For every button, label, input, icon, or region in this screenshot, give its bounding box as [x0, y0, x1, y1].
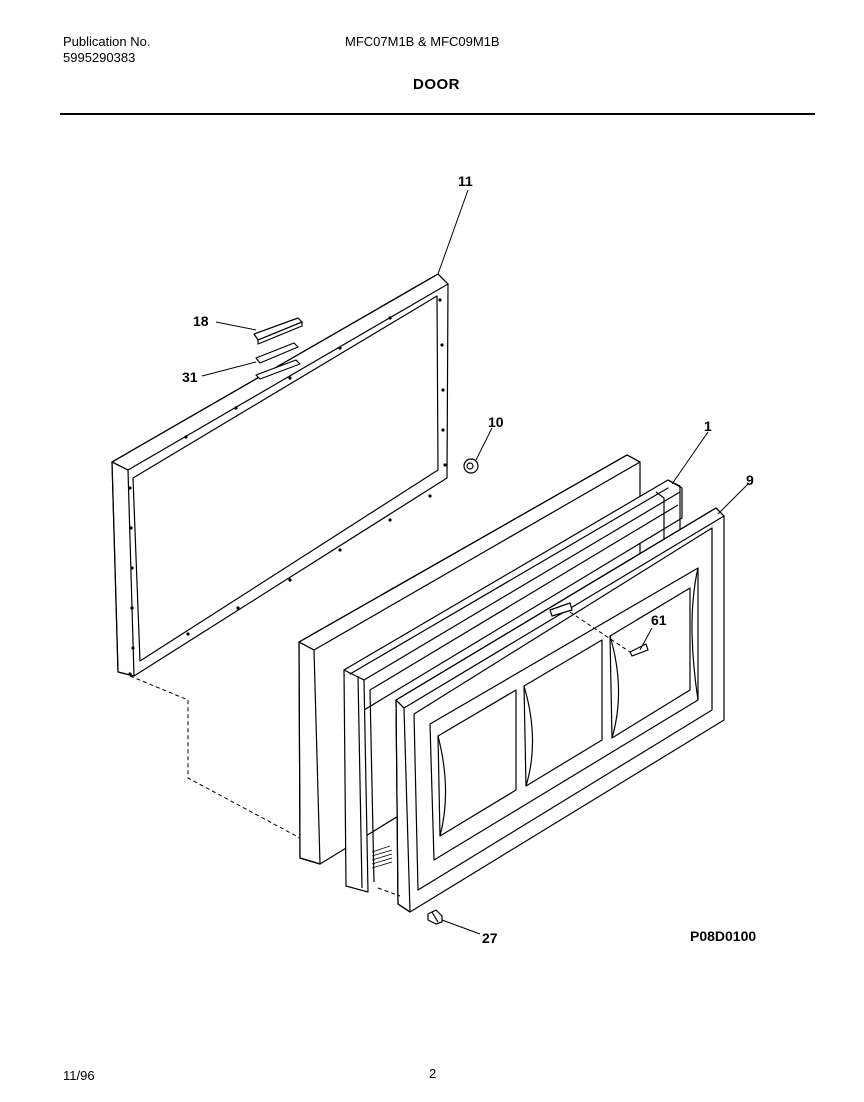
part-10-plug	[463, 458, 479, 474]
footer-date: 11/96	[63, 1068, 95, 1083]
callout-10: 10	[488, 414, 504, 430]
callout-11: 11	[458, 173, 473, 189]
figure-code: P08D0100	[690, 928, 756, 944]
part-18-handle	[253, 317, 303, 345]
part-27-screw	[427, 909, 443, 925]
part-11-door-liner	[111, 273, 449, 677]
page-title: DOOR	[413, 76, 460, 93]
callout-31: 31	[182, 369, 198, 385]
model-numbers: MFC07M1B & MFC09M1B	[345, 34, 500, 49]
publication-number: 5995290383	[63, 50, 136, 65]
callout-18: 18	[193, 313, 209, 329]
header-rule	[60, 113, 815, 115]
page-number: 2	[429, 1066, 437, 1081]
part-31-handle-gasket	[255, 342, 301, 380]
callout-1: 1	[704, 418, 712, 434]
callout-61: 61	[651, 612, 667, 628]
callout-9: 9	[746, 472, 754, 488]
publication-label: Publication No.	[63, 34, 151, 49]
part-9-outer-door	[395, 507, 725, 913]
callout-27: 27	[482, 930, 498, 946]
part-1-gasket	[343, 479, 683, 893]
